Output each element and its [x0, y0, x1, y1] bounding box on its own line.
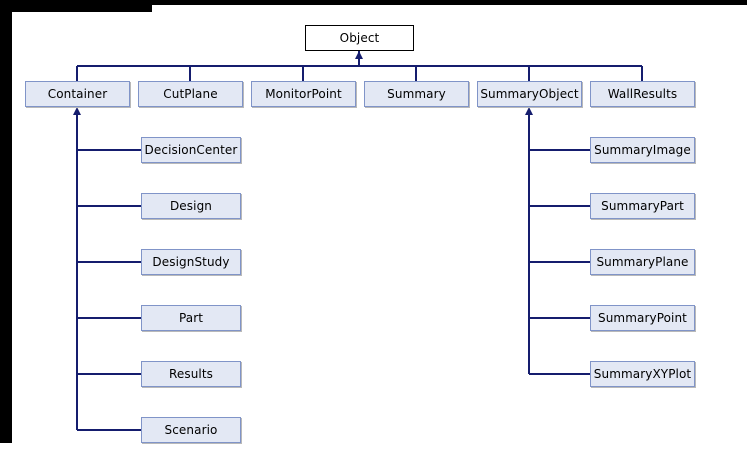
class-box-designstudy[interactable]: DesignStudy — [141, 249, 241, 275]
class-box-summarypart[interactable]: SummaryPart — [590, 193, 695, 219]
class-label: DesignStudy — [152, 255, 230, 269]
class-box-summaryxyplot[interactable]: SummaryXYPlot — [590, 361, 695, 387]
class-box-results[interactable]: Results — [141, 361, 241, 387]
class-box-cutplane[interactable]: CutPlane — [138, 81, 243, 107]
arrowhead-object — [355, 51, 363, 59]
class-label: Scenario — [164, 423, 218, 437]
class-label: SummaryXYPlot — [593, 367, 692, 381]
class-label: Summary — [387, 87, 446, 101]
class-box-object[interactable]: Object — [305, 25, 414, 51]
class-label: SummaryPlane — [596, 255, 689, 269]
class-box-monitorpoint[interactable]: MonitorPoint — [251, 81, 356, 107]
class-box-summaryplane[interactable]: SummaryPlane — [590, 249, 695, 275]
arrowhead-container — [73, 107, 81, 115]
window-edge-top-right — [152, 0, 747, 5]
class-label: Design — [169, 199, 213, 213]
class-label: SummaryImage — [594, 143, 691, 157]
class-label: SummaryPoint — [598, 311, 687, 325]
class-box-part[interactable]: Part — [141, 305, 241, 331]
class-box-summaryimage[interactable]: SummaryImage — [590, 137, 695, 163]
class-box-summaryobject[interactable]: SummaryObject — [477, 81, 582, 107]
class-label: MonitorPoint — [265, 87, 342, 101]
class-box-design[interactable]: Design — [141, 193, 241, 219]
class-box-decisioncenter[interactable]: DecisionCenter — [141, 137, 241, 163]
class-box-scenario[interactable]: Scenario — [141, 417, 241, 443]
class-label: SummaryObject — [480, 87, 579, 101]
class-label: DecisionCenter — [144, 143, 238, 157]
class-box-container[interactable]: Container — [25, 81, 130, 107]
class-label: WallResults — [607, 87, 678, 101]
window-edge-top-left — [0, 0, 152, 12]
window-edge-left — [0, 12, 12, 443]
class-label: CutPlane — [163, 87, 218, 101]
class-box-summarypoint[interactable]: SummaryPoint — [590, 305, 695, 331]
class-label: Object — [339, 31, 380, 45]
class-box-wallresults[interactable]: WallResults — [590, 81, 695, 107]
class-label: Part — [178, 311, 204, 325]
class-box-summary[interactable]: Summary — [364, 81, 469, 107]
class-label: Results — [168, 367, 214, 381]
class-label: SummaryPart — [601, 199, 684, 213]
class-label: Container — [47, 87, 108, 101]
arrowhead-summaryobject — [525, 107, 533, 115]
